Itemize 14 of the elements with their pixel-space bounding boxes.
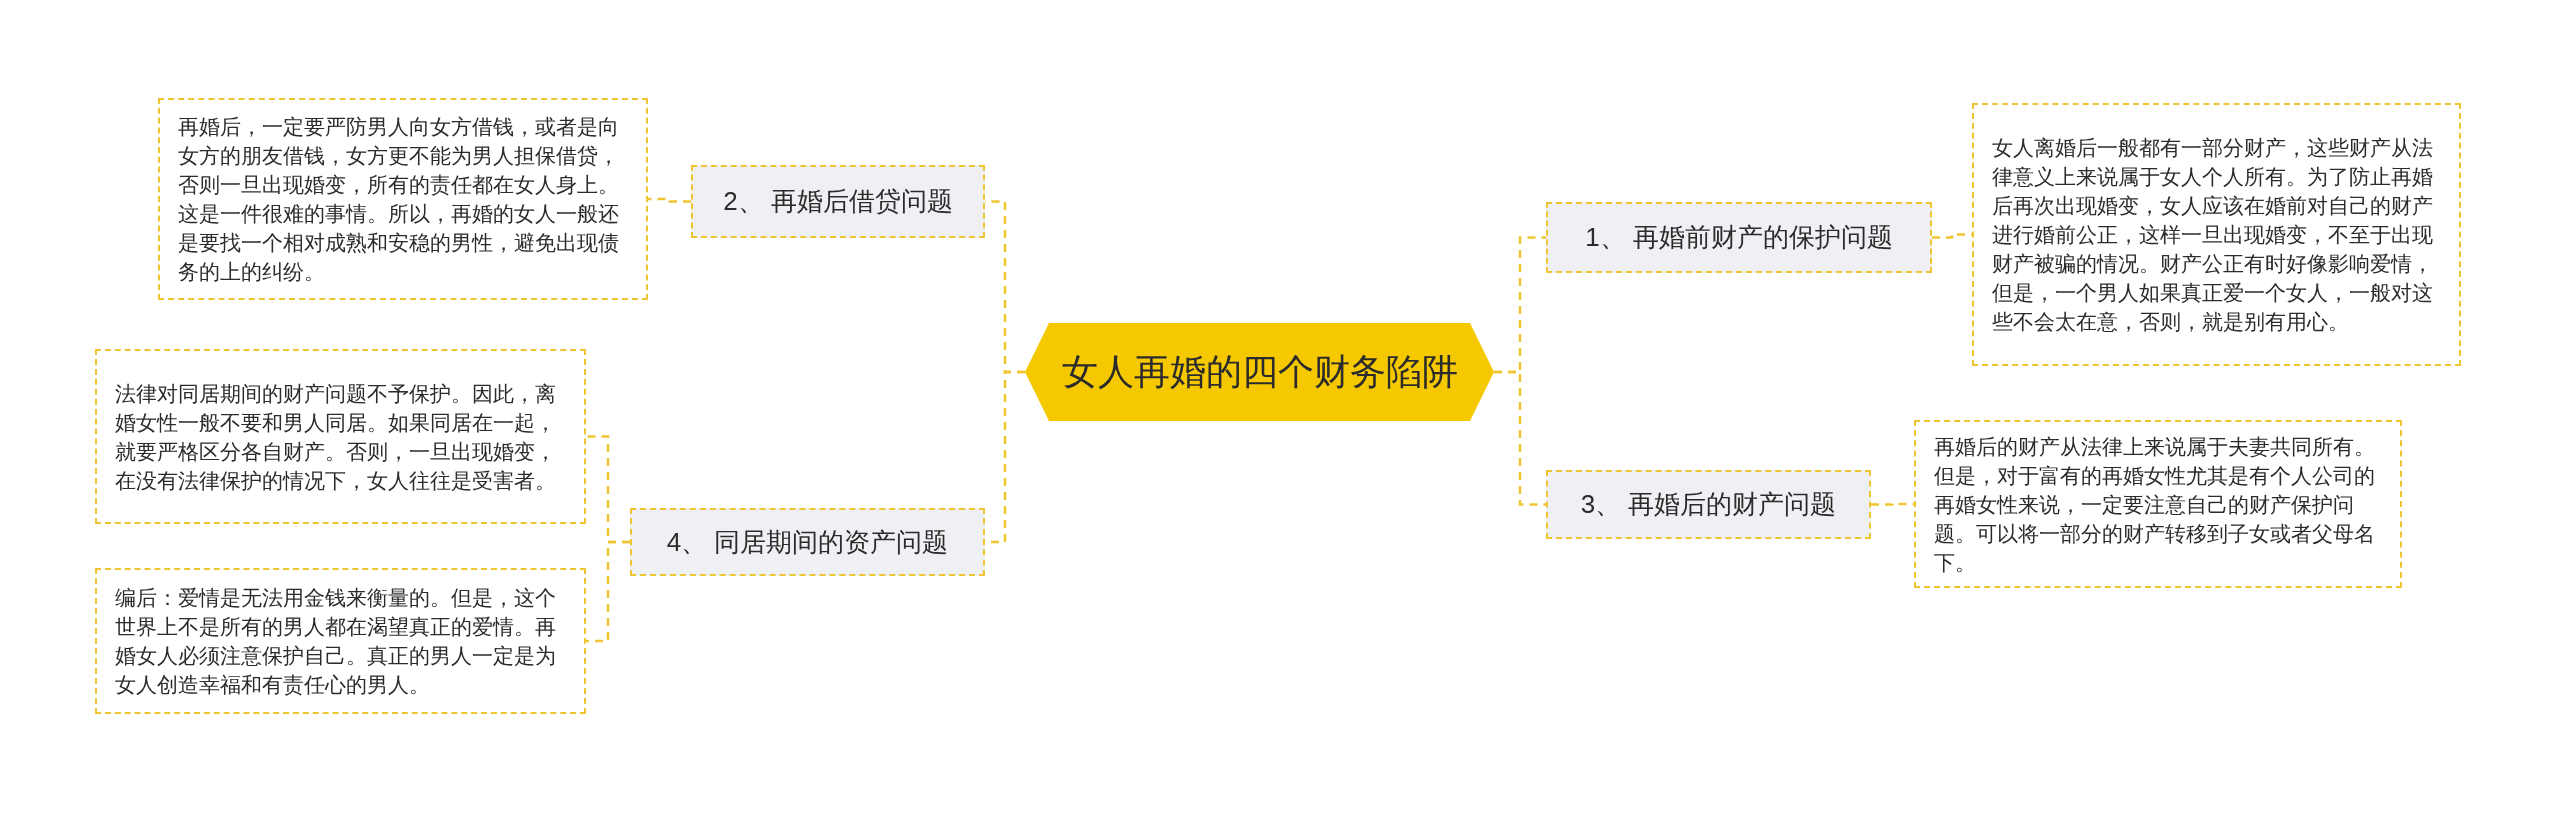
branch-topic: 1、 再婚前财产的保护问题: [1546, 202, 1932, 273]
branch-topic: 2、 再婚后借贷问题: [691, 165, 985, 238]
note-box: 再婚后，一定要严防男人向女方借钱，或者是向女方的朋友借钱，女方更不能为男人担保借贷，否则一旦出现婚变，所有的责任都在女人身上。这是一件很难的事情。所以，再婚的女人一般还是要找一个相对成熟和安稳的男性，避免出现债务的上的纠纷。: [158, 98, 648, 300]
note-box: 法律对同居期间的财产问题不予保护。因此，离婚女性一般不要和男人同居。如果同居在一起，就要严格区分各自财产。否则，一旦出现婚变，在没有法律保护的情况下，女人往往是受害者。: [95, 349, 586, 524]
central-topic: 女人再婚的四个财务陷阱: [1025, 323, 1494, 421]
connector-line: [1871, 502, 1914, 506]
connector-line: [648, 197, 691, 203]
connector-line: [1494, 370, 1546, 506]
note-box: 再婚后的财产从法律上来说属于夫妻共同所有。但是，对于富有的再婚女性尤其是有个人公司的再婚女性来说，一定要注意自己的财产保护问题。可以将一部分的财产转移到子女或者父母名下。: [1914, 420, 2402, 588]
branch-topic: 3、 再婚后的财产问题: [1546, 470, 1871, 539]
note-box: 编后：爱情是无法用金钱来衡量的。但是，这个世界上不是所有的男人都在渴望真正的爱情。再婚女人必须注意保护自己。真正的男人一定是为女人创造幸福和有责任心的男人。: [95, 568, 586, 714]
branch-topic: 4、 同居期间的资产问题: [630, 508, 985, 576]
note-box: 女人离婚后一般都有一部分财产，这些财产从法律意义上来说属于女人个人所有。为了防止再婚后再次出现婚变，女人应该在婚前对自己的财产进行婚前公正，这样一旦出现婚变，不至于出现财产被骗的情况。财产公正有时好像影响爱情，但是，一个男人如果真正爱一个女人，一般对这些不会太在意，否则，就是别有用心。: [1972, 103, 2461, 366]
connector-line: [586, 540, 630, 643]
